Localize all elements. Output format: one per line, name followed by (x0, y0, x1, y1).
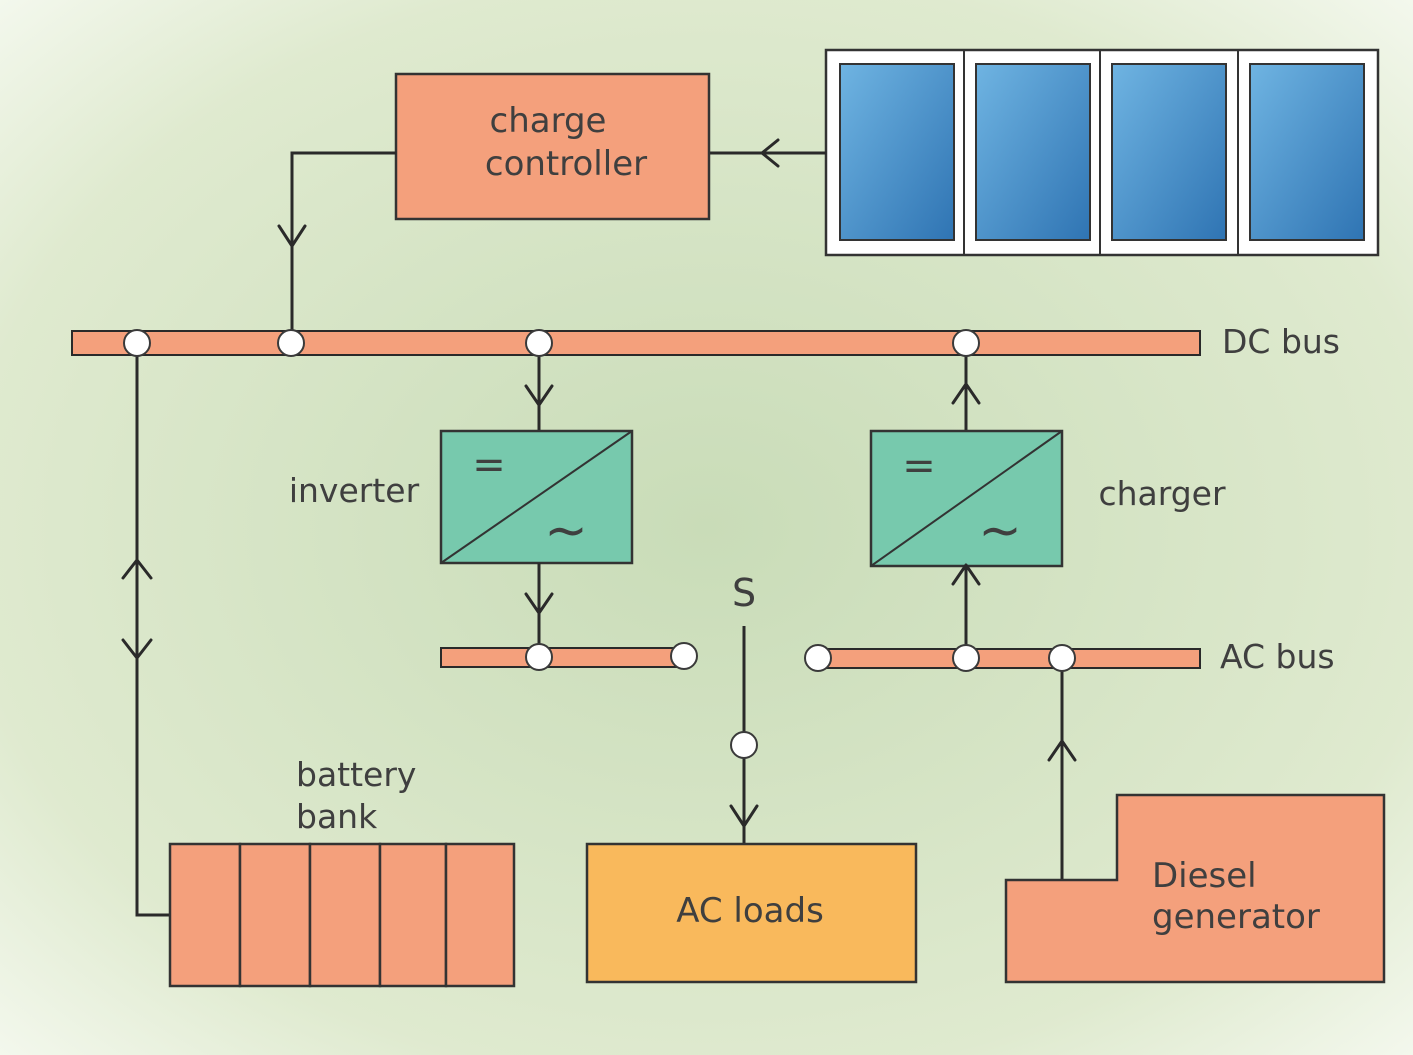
arrow-left-icon (760, 138, 780, 168)
inverter-ac-symbol: ~ (544, 501, 588, 561)
arrow-down-icon (524, 384, 554, 407)
ac-bus-right (817, 648, 1201, 669)
ac-bus-node (804, 644, 832, 672)
charger-dc-symbol: = (902, 443, 936, 489)
diesel-generator-label-line2: generator (1152, 897, 1320, 937)
wire-controller-to-dc-bus (290, 151, 396, 343)
battery-cell (238, 842, 312, 988)
arrow-down-icon (729, 804, 759, 828)
ac-bus-node (1048, 644, 1076, 672)
dc-bus-node (952, 329, 980, 357)
diesel-generator-label-line1: Diesel (1152, 856, 1257, 896)
switch-label: S (732, 571, 756, 615)
dc-bus (71, 330, 1201, 356)
arrow-up-icon (121, 558, 153, 580)
inverter-dc-symbol: = (472, 442, 506, 488)
wire-dc-bus-to-battery (135, 343, 170, 917)
inverter-diagonal (440, 430, 633, 564)
switch-node (730, 731, 758, 759)
arrow-down-icon (277, 224, 307, 248)
solar-panel (1111, 63, 1227, 241)
ac-bus-left (440, 647, 685, 668)
charge-controller-box (394, 72, 711, 221)
battery-bank-label-line1: battery (296, 755, 416, 794)
arrow-down-icon (524, 592, 554, 615)
ac-loads-label: AC loads (676, 891, 824, 931)
battery-bank-label-line2: bank (296, 797, 378, 836)
solar-panel (1249, 63, 1365, 241)
dc-bus-node (525, 329, 553, 357)
inverter-label: inverter (289, 471, 420, 510)
arrow-up-icon (951, 382, 981, 405)
battery-cell (444, 842, 516, 988)
battery-cell (378, 842, 448, 988)
charger-ac-symbol: ~ (978, 501, 1022, 561)
dc-bus-node (123, 329, 151, 357)
charge-controller-label-line2: controller (485, 144, 647, 184)
solar-panel (975, 63, 1091, 241)
ac-bus-node (670, 642, 698, 670)
ac-bus-label: AC bus (1220, 637, 1335, 676)
ac-loads-box (585, 842, 918, 984)
dc-bus-node (277, 329, 305, 357)
dc-bus-label: DC bus (1222, 322, 1340, 361)
ac-bus-node (525, 643, 553, 671)
charger-label: charger (1098, 474, 1226, 513)
charge-controller-label-line1: charge (490, 101, 607, 141)
battery-cell (168, 842, 242, 988)
battery-cell (308, 842, 382, 988)
diesel-generator-box (1004, 793, 1386, 984)
solar-panel (839, 63, 955, 241)
battery-bank (168, 842, 516, 988)
arrow-down-icon (121, 638, 153, 660)
arrow-up-icon (1047, 739, 1077, 762)
arrow-up-icon (951, 563, 981, 586)
ac-bus-node (952, 644, 980, 672)
charger-diagonal (870, 430, 1063, 567)
solar-panel-array (824, 48, 1380, 257)
